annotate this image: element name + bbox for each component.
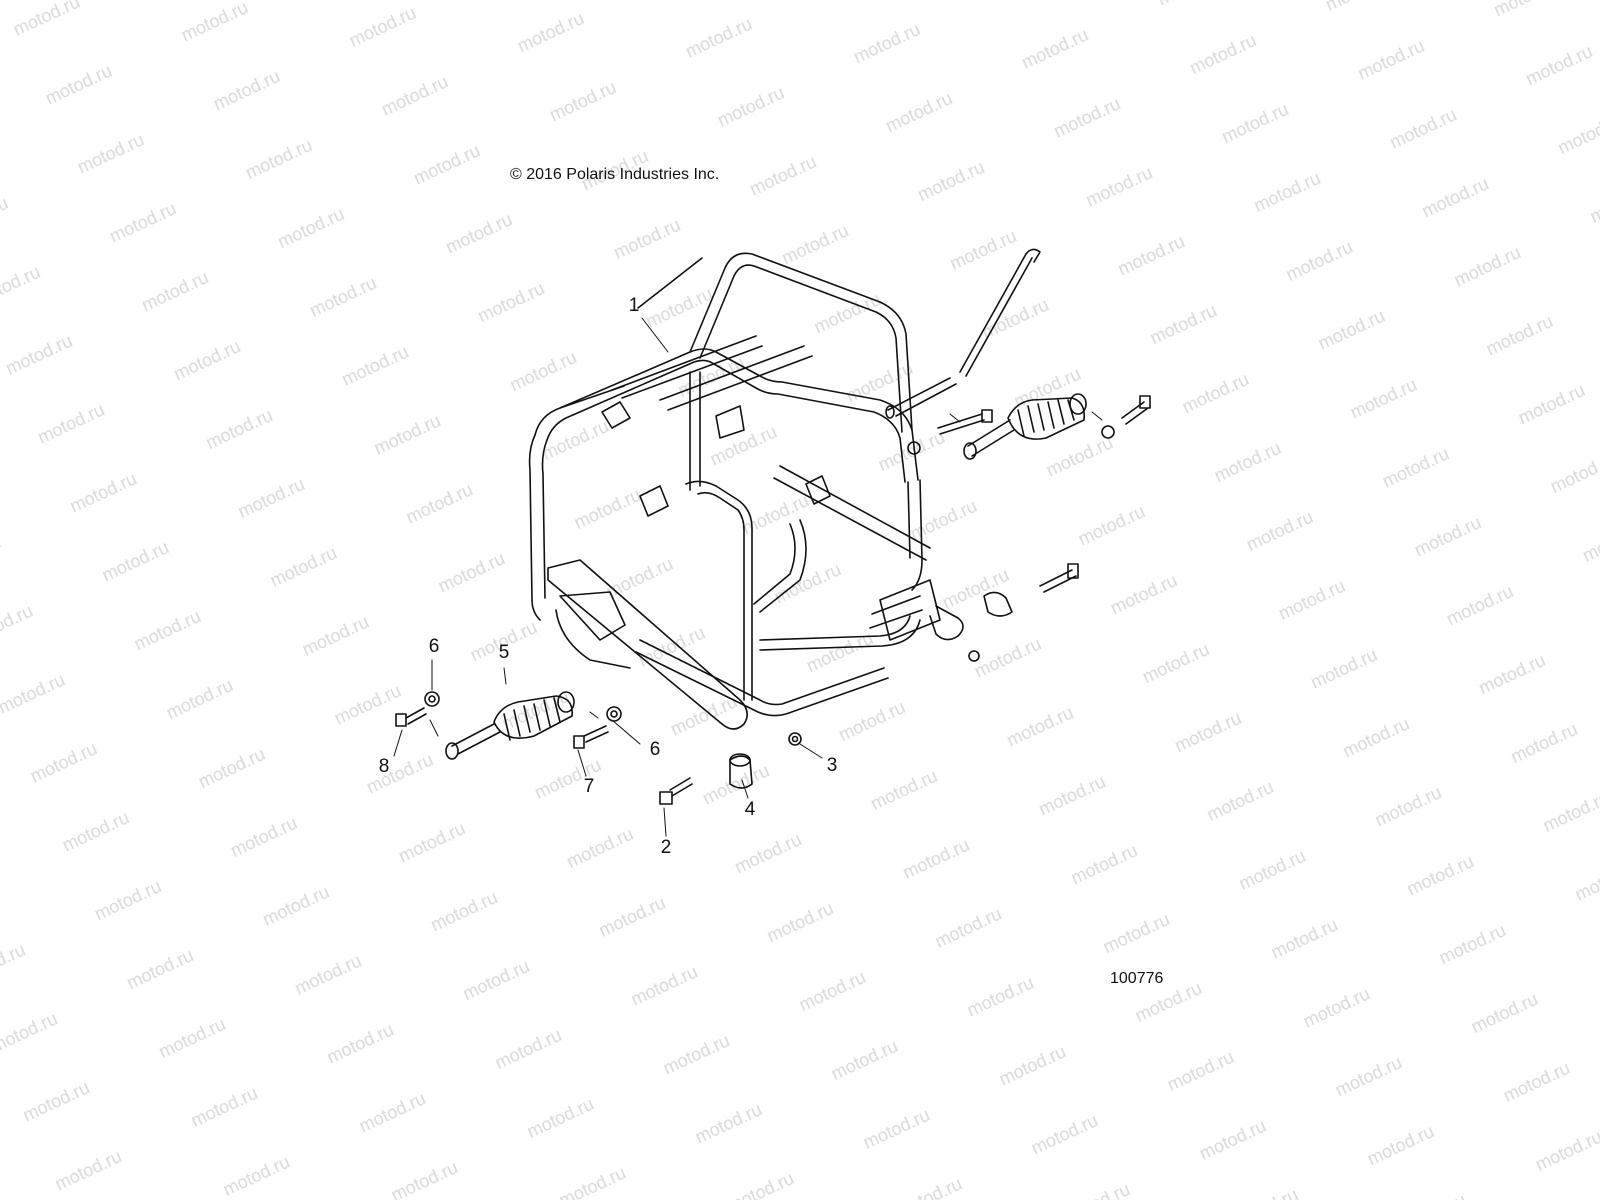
callout-8: 8	[378, 756, 390, 777]
figure-number: 100776	[1110, 970, 1164, 987]
callout-2: 2	[660, 837, 672, 858]
callout-5: 5	[498, 642, 510, 663]
left-hardware	[395, 691, 802, 805]
copyright-notice: © 2016 Polaris Industries Inc.	[510, 166, 720, 183]
callout-1: 1	[628, 295, 640, 316]
callout-6-upper: 6	[428, 636, 440, 657]
right-hardware	[907, 395, 1151, 662]
left-shock	[445, 691, 575, 760]
callout-7: 7	[583, 776, 595, 797]
right-through-bolt	[885, 248, 1041, 419]
callout-3: 3	[826, 755, 838, 776]
right-shock	[963, 393, 1087, 460]
callout-4: 4	[744, 799, 756, 820]
callout-6-lower: 6	[649, 739, 661, 760]
main-frame	[528, 252, 964, 730]
callout-leaders	[393, 317, 1103, 837]
